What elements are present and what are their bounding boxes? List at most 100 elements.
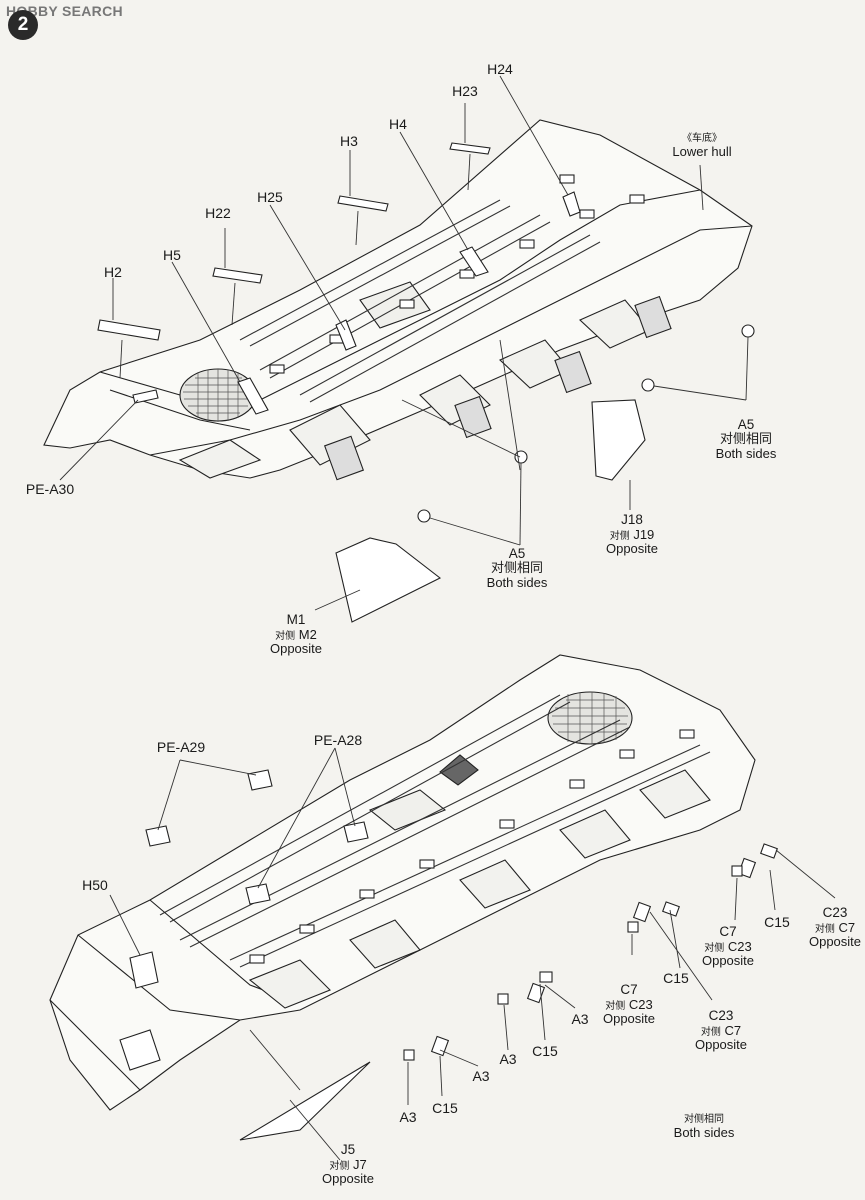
c7-right-zh: 对侧	[704, 942, 725, 954]
a5-right-part: A5	[737, 417, 755, 432]
m1-part: M1	[286, 612, 306, 627]
c7-mid-part: C7	[620, 982, 638, 997]
part-h22-drawing	[212, 267, 263, 284]
j5-zh: 对侧	[329, 1160, 350, 1172]
c23-mid-alt: C7	[724, 1022, 742, 1038]
c23-right-zh: 对侧	[814, 923, 835, 935]
label-c23-mid: C23 对侧 C7 Opposite	[695, 1008, 747, 1053]
c23-mid-en: Opposite	[694, 1037, 748, 1053]
c23-mid-zh: 对侧	[700, 1026, 721, 1038]
c7-right-en: Opposite	[701, 953, 755, 969]
label-j5: J5 对侧 J7 Opposite	[322, 1142, 374, 1187]
label-h3: H3	[340, 133, 358, 149]
c23-right-en: Opposite	[808, 934, 862, 950]
c23-right-alt: C7	[838, 919, 856, 935]
label-a3-right: A3	[571, 1011, 589, 1027]
hull-underside-drawing	[49, 654, 756, 1111]
label-c23-right: C23 对侧 C7 Opposite	[809, 905, 861, 950]
a5-center-part: A5	[508, 546, 526, 561]
watermark-logo: HOBBY SEARCH	[4, 3, 123, 19]
label-h50: H50	[82, 877, 108, 893]
label-h23: H23	[452, 83, 478, 99]
label-h2: H2	[104, 264, 122, 280]
m1-alt: M2	[298, 626, 317, 642]
part-a5-center-1	[514, 450, 528, 464]
label-c15-far-left: C15	[432, 1100, 458, 1116]
part-m1-drawing	[335, 537, 442, 623]
part-h50-drawing	[129, 951, 159, 989]
part-pe-a29-2	[145, 825, 171, 847]
part-pe-a28-2	[245, 883, 271, 905]
label-h4: H4	[389, 116, 407, 132]
both-sides-zh: 对侧相同	[683, 1114, 724, 1125]
m1-zh: 对侧	[275, 630, 296, 642]
label-pe-a30: PE-A30	[25, 481, 75, 497]
a5-center-en: Both sides	[486, 575, 548, 591]
label-both-sides: 对侧相同 Both sides	[674, 1114, 735, 1140]
label-h24: H24	[487, 61, 513, 77]
part-h23-drawing	[449, 142, 491, 155]
c7-mid-alt: C23	[628, 996, 653, 1012]
part-h2-drawing	[97, 319, 161, 341]
lower-hull-zh: 《车底》	[681, 133, 722, 144]
both-sides-en: Both sides	[673, 1124, 735, 1140]
part-a5-right-1	[741, 324, 755, 338]
j18-part: J18	[621, 512, 643, 527]
a5-right-zh: 对侧相同	[719, 431, 773, 447]
label-c15-right: C15	[764, 914, 790, 930]
c7-right-part: C7	[719, 924, 737, 939]
c23-right-part: C23	[822, 905, 848, 920]
j18-zh: 对侧	[609, 530, 630, 542]
lower-hull-en: Lower hull	[672, 143, 732, 159]
j5-part: J5	[340, 1142, 356, 1157]
c7-mid-en: Opposite	[602, 1011, 656, 1027]
c7-right-alt: C23	[727, 938, 752, 954]
part-h25-drawing	[335, 319, 357, 351]
label-j18: J18 对侧 J19 Opposite	[606, 512, 658, 557]
label-a3-left: A3	[472, 1068, 490, 1084]
step-number-badge: 2	[8, 10, 38, 40]
c23-mid-part: C23	[708, 1008, 734, 1023]
label-c7-mid: C7 对侧 C23 Opposite	[603, 982, 655, 1027]
label-h22: H22	[205, 205, 231, 221]
top-leaders	[59, 75, 749, 611]
c7-mid-zh: 对侧	[605, 1000, 626, 1012]
part-h3-drawing	[337, 195, 389, 212]
label-a5-right: A5 对侧相同 Both sides	[716, 417, 777, 462]
part-pe-a29-1	[247, 769, 273, 791]
bottom-parts	[129, 769, 778, 1141]
label-pe-a29: PE-A29	[156, 739, 206, 755]
label-a3-far-left: A3	[399, 1109, 417, 1125]
part-j5-drawing	[239, 1061, 371, 1141]
label-c15-left: C15	[532, 1043, 558, 1059]
label-m1: M1 对侧 M2 Opposite	[270, 612, 322, 657]
a5-center-zh: 对侧相同	[490, 560, 544, 576]
a5-right-en: Both sides	[715, 446, 777, 462]
label-a3-mid: A3	[499, 1051, 517, 1067]
part-h4-drawing	[459, 246, 489, 277]
label-lower-hull: 《车底》 Lower hull	[672, 133, 731, 159]
top-parts	[97, 142, 755, 623]
label-pe-a28: PE-A28	[313, 732, 363, 748]
part-h24-drawing	[562, 191, 581, 217]
label-c7-right: C7 对侧 C23 Opposite	[702, 924, 754, 969]
m1-en: Opposite	[269, 641, 323, 657]
part-j18-drawing	[591, 399, 646, 481]
part-a5-center-2	[417, 509, 431, 523]
link-end-parts	[403, 843, 778, 1061]
lower-hull-drawing	[43, 119, 753, 481]
part-h5-drawing	[237, 377, 269, 415]
j18-alt: J19	[633, 526, 655, 542]
j5-alt: J7	[352, 1156, 367, 1172]
part-pe-a28-1	[343, 821, 369, 843]
bottom-leaders	[109, 747, 836, 1161]
j18-en: Opposite	[605, 541, 659, 557]
label-c15-mid: C15	[663, 970, 689, 986]
label-h5: H5	[163, 247, 181, 263]
watermark-text: HOBBY SEARCH	[6, 3, 123, 19]
label-a5-center: A5 对侧相同 Both sides	[487, 546, 548, 591]
j5-en: Opposite	[321, 1171, 375, 1187]
label-h25: H25	[257, 189, 283, 205]
